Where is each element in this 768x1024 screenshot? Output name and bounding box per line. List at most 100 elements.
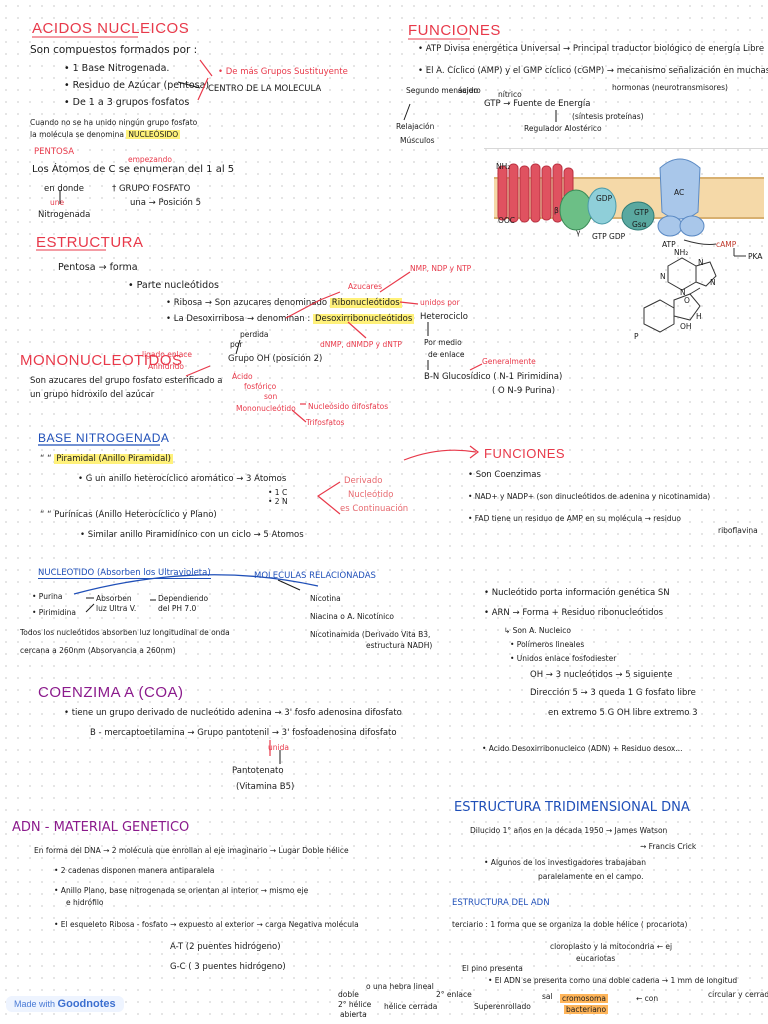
mono-ligado: ligado enlace	[142, 350, 193, 359]
mono-acido: Ácido	[232, 372, 253, 381]
est-generalmente: Generalmente	[482, 357, 536, 366]
title-nucleotido-text: NUCLEOTIDO (Absorben los Ultravioleta)	[38, 568, 211, 579]
base-derivado2: Nucleótido	[348, 490, 394, 500]
est-enlace: de enlace	[428, 350, 465, 359]
fig-label-atp: ATP	[662, 240, 676, 249]
atomos-text: Los Átomos de C se enumeran del 1 al 5	[32, 164, 235, 175]
f2-coenzimas: • Son Coenzimas	[468, 470, 541, 480]
blue-arc	[73, 574, 319, 595]
coa-unida: unida	[268, 743, 289, 752]
base-similar: • Similar anillo Piramidínico con un cic…	[80, 530, 304, 540]
grupo-fosfato: † GRUPO FOSFATO	[112, 184, 191, 194]
est-n9: ( O N-9 Purina)	[492, 386, 556, 396]
func-relajacion: Relajación	[396, 122, 435, 131]
gs-alpha	[621, 201, 655, 231]
ring-oh: OH	[680, 322, 692, 331]
fig-label-gamma: γ	[576, 228, 581, 237]
est-pentosa: Pentosa → forma	[58, 262, 138, 273]
eadn-el-pino: El pino presenta	[462, 964, 523, 973]
est-ribonucleotidos: Ribonucleótidos	[329, 298, 402, 308]
base-purinicas: “ “ Purínicas (Anillo Heterocíclico y Pl…	[40, 510, 217, 520]
list-item-azucar: • Residuo de Azúcar (pentosa)	[64, 80, 210, 91]
f2-fad: • FAD tiene un residuo de AMP en su molé…	[468, 514, 681, 523]
eadn-superenrollado: Superenrollado	[474, 1002, 531, 1011]
ring-n3: N	[680, 288, 686, 297]
receptor-helices	[497, 163, 574, 223]
badge-app: Goodnotes	[57, 998, 116, 1010]
adnr-nucleotido: • Nucleótido porta información genética …	[484, 588, 670, 598]
adn-forma: En forma del DNA → 2 molécula que enroll…	[34, 846, 349, 855]
adnr-arn: • ARN → Forma + Residuo ribonucleótidos	[484, 608, 664, 618]
adn-anillo: • Anillo Plano, base nitrogenada se orie…	[54, 886, 309, 895]
func-hormonas: hormonas (neurotransmisores)	[612, 83, 728, 92]
eadn-cromosoma-hl: cromosoma	[560, 994, 608, 1003]
eadn-enlace2: 2° enlace	[436, 990, 472, 999]
func-musculos: Músculos	[400, 136, 435, 145]
badge-made: Made with	[14, 999, 56, 1009]
list-item-base: • 1 Base Nitrogenada.	[64, 63, 170, 74]
adn-at: A-T (2 puentes hidrógeno)	[170, 942, 281, 952]
nuc-luz: luz Ultra V.	[96, 604, 137, 613]
label-empezando: empezando	[128, 155, 172, 164]
nucleosido-highlight: NUCLEÓSIDO	[126, 130, 181, 139]
black-strokes	[59, 81, 557, 764]
nuc-todos: Todos los nucleótidos absorben luz longi…	[20, 628, 230, 637]
adnr-oh: OH → 3 nucleótidos → 5 siguiente	[530, 670, 673, 680]
adn-esqueleto: • El esqueleto Ribosa - fosfato → expues…	[54, 920, 359, 929]
est-grupo-oh: Grupo OH (posición 2)	[228, 354, 323, 364]
list-item-fosfato: • De 1 a 3 grupos fosfatos	[64, 97, 190, 108]
ring-n2: N	[698, 258, 704, 267]
base-g: • G un anillo heterocíclico aromático → …	[78, 474, 287, 484]
adnr-unidos: • Unidos enlace fosfodiester	[510, 654, 617, 663]
func-atp: • ATP Divisa energética Universal → Prin…	[418, 44, 765, 54]
tri-crick: → Francis Crick	[640, 842, 697, 851]
camp-structure	[643, 257, 717, 333]
adnr-acido: • Acido Desoxirribonucleico (ADN) + Resi…	[482, 744, 683, 753]
eadn-helice: 2° hélice	[338, 1000, 372, 1009]
title-estructura: ESTRUCTURA	[36, 234, 144, 251]
eadn-cromosoma: cromosoma	[560, 994, 608, 1003]
label-pentosa: PENTOSA	[34, 147, 75, 157]
title-mononucleotidos: MONONUCLEOTIDOS	[20, 352, 183, 369]
adnr-extremo: en extremo 5 G OH libre extremo 3	[548, 708, 698, 718]
base-derivado1: Derivado	[344, 476, 383, 486]
base-quote1: “ “ Piramidal (Anillo Piramidal)	[40, 454, 173, 464]
est-por-medio: Por medio	[424, 338, 462, 347]
title-funciones-2: FUNCIONES	[484, 446, 566, 461]
eadn-helice-cerrada: hélice cerrada	[384, 1002, 438, 1011]
est-dnmp: dNMP, dNMDP y dNTP	[320, 340, 402, 349]
tri-algunos: • Algunos de los investigadores trabajab…	[484, 858, 647, 867]
base-2n: • 2 N	[268, 497, 288, 506]
est-desoxinuc: Desoxirribonucleótidos	[312, 314, 415, 324]
eadn-una-hebra: o una hebra lineal	[366, 982, 434, 991]
nuc-dependiendo: Dependiendo	[158, 594, 209, 603]
est-nmp: NMP, NDP y NTP	[410, 264, 472, 273]
f2-riboflavina: riboflavina	[718, 526, 758, 535]
red-strokes	[185, 59, 483, 756]
adnr-poli: • Polímeros lineales	[510, 640, 585, 649]
func-segundo: Segundo mensajero	[406, 86, 481, 95]
coa-beta: B - mercaptoetilamina → Grupo pantotenil…	[90, 728, 397, 738]
title-tridimensional: ESTRUCTURA TRIDIMENSIONAL DNA	[454, 800, 690, 815]
fig-label-gtp-gdp: GTP GDP	[592, 232, 626, 241]
mono-trifosfatos: Trifosfatos	[306, 418, 345, 427]
func-acido: ácido	[458, 86, 479, 95]
adnr-son: ↳ Son A. Nucleico	[504, 626, 571, 635]
est-desoxi: • La Desoxirribosa → denominan : Desoxir…	[166, 314, 415, 324]
est-por: por	[230, 340, 243, 349]
ring-h: H	[696, 312, 702, 321]
signal-transduction-figure: NH₂ AC GDP GTP Gsα ATP cAMP PKA GTP GDP …	[484, 147, 768, 358]
tri-dilucido: Dilucido 1° años en la década 1950 → Jam…	[470, 826, 668, 835]
figure-svg	[484, 147, 768, 333]
est-perdida: perdida	[240, 330, 269, 339]
mol-nicotinamida: Nicotinamida (Derivado Vita B3,	[310, 630, 431, 639]
mol-niacina: Niacina o A. Nicotínico	[310, 612, 394, 621]
eadn-sal: sal	[542, 992, 553, 1001]
coa-tiene: • tiene un grupo derivado de nucleótido …	[64, 708, 402, 718]
nuc-pirimidina: • Pirimidina	[32, 608, 77, 617]
est-heterociclo: Heterociclo	[420, 312, 468, 322]
ring-o: O	[684, 296, 690, 305]
nitrogenada: Nitrogenada	[38, 210, 91, 220]
eadn-bacteriano: bacteriano	[564, 1005, 609, 1014]
